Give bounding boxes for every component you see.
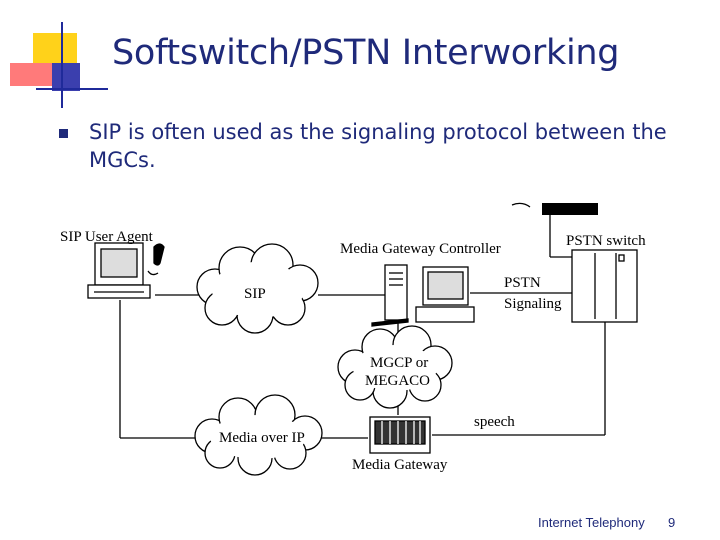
sip-user-agent-computer bbox=[87, 242, 151, 299]
mgc-server bbox=[371, 264, 475, 327]
bullet-text: SIP is often used as the signaling proto… bbox=[89, 120, 667, 172]
page-number: 9 bbox=[668, 515, 676, 530]
slide-title: Softswitch/PSTN Interworking bbox=[112, 33, 620, 73]
network-diagram: SIP User Agent Media Gateway Controller … bbox=[60, 202, 646, 476]
label-pstn-switch: PSTN switch bbox=[566, 233, 646, 249]
mgcp-cloud bbox=[337, 325, 453, 409]
label-media-over-ip: Media over IP bbox=[219, 430, 305, 446]
label-pstn-signaling-1: PSTN bbox=[504, 275, 541, 291]
label-sip-user-agent: SIP User Agent bbox=[60, 229, 154, 245]
label-sip-cloud: SIP bbox=[244, 286, 266, 302]
media-over-ip-cloud bbox=[194, 394, 323, 476]
label-pstn-signaling-2: Signaling bbox=[504, 296, 562, 312]
label-media-gateway-controller: Media Gateway Controller bbox=[340, 241, 501, 257]
label-media-gateway: Media Gateway bbox=[352, 457, 448, 473]
footer-title: Internet Telephony bbox=[538, 515, 645, 530]
corner-decoration bbox=[0, 0, 110, 110]
sip-cloud bbox=[196, 243, 319, 334]
pstn-telephone-icon bbox=[511, 202, 598, 215]
label-speech: speech bbox=[474, 414, 515, 430]
label-mgcp-1: MGCP or bbox=[370, 355, 428, 371]
bullet-icon bbox=[59, 129, 68, 138]
label-mgcp-2: MEGACO bbox=[365, 373, 430, 389]
media-gateway-device bbox=[369, 416, 431, 454]
pstn-switch-cabinet bbox=[571, 249, 638, 323]
telephone-icon bbox=[147, 243, 165, 276]
